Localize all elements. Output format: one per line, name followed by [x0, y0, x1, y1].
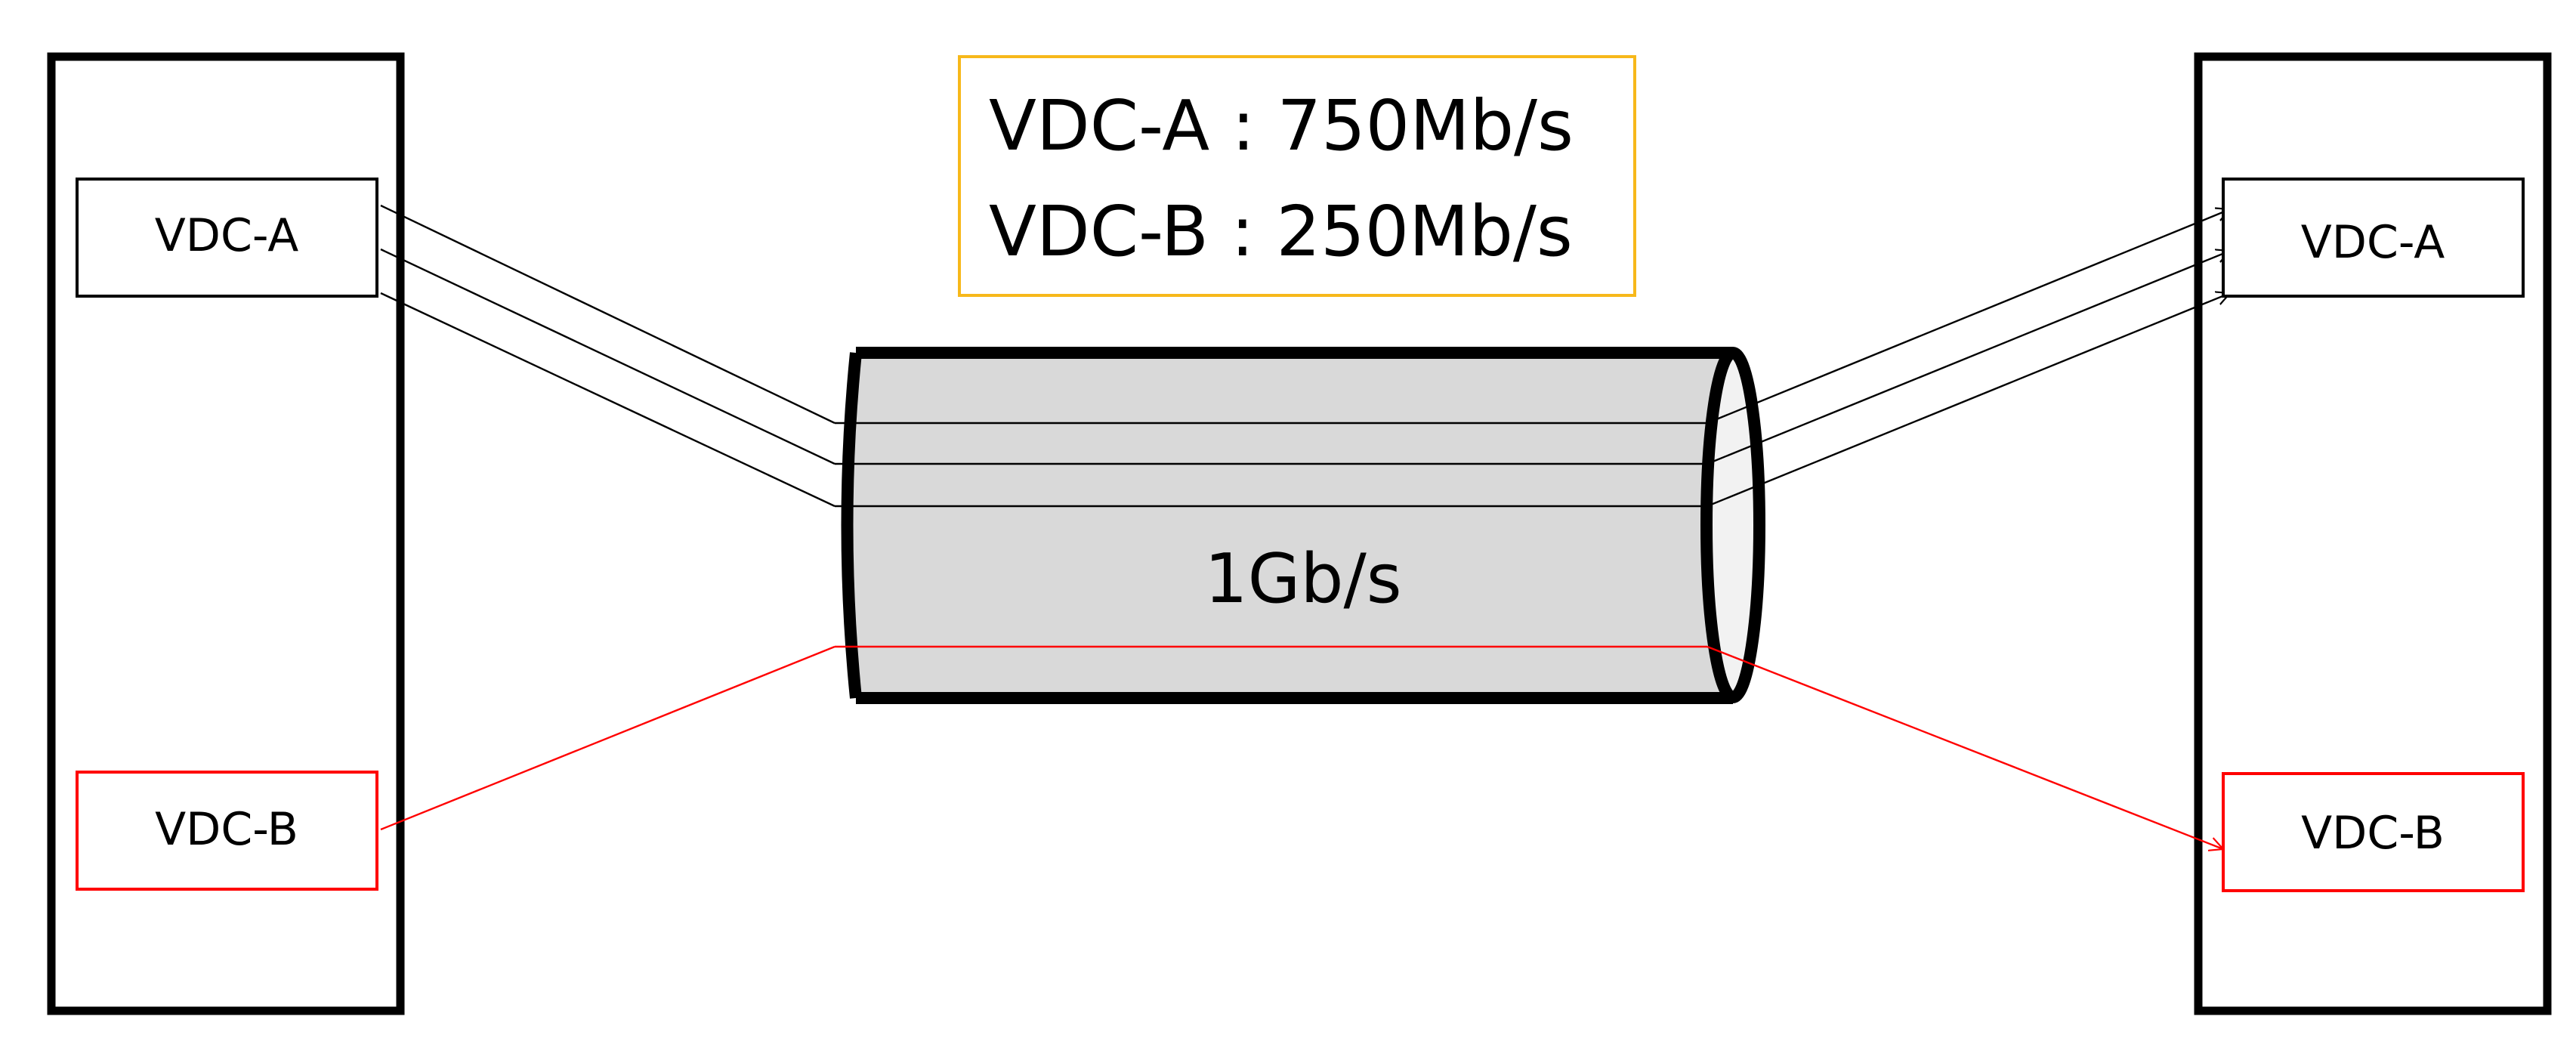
cable-end-cap: [1700, 347, 1765, 703]
allocation-vdc-b: VDC-B : 250Mb/s: [989, 191, 1573, 272]
vdc-a-flows: [380, 204, 1707, 508]
right-vdc-b-label: VDC-B: [2301, 807, 2445, 860]
left-vdc-b-label: VDC-B: [155, 803, 298, 856]
left-vdc-b-box: VDC-B: [76, 771, 378, 891]
left-vdc-a-label: VDC-A: [155, 209, 299, 262]
allocation-vdc-a: VDC-A : 750Mb/s: [989, 85, 1574, 166]
allocation-box: [958, 55, 1636, 297]
cable-pipe: [841, 347, 1733, 704]
vdc-b-arrow: [1707, 645, 2223, 849]
right-vdc-a-label: VDC-A: [2301, 216, 2445, 269]
left-vdc-a-box: VDC-A: [76, 178, 378, 298]
vdc-a-arrows: [1707, 209, 2230, 508]
right-vdc-a-box: VDC-A: [2222, 178, 2525, 298]
right-vdc-b-box: VDC-B: [2222, 772, 2525, 892]
vdc-b-flow: [380, 645, 1707, 831]
cable-bandwidth-label: 1Gb/s: [1204, 539, 1401, 619]
